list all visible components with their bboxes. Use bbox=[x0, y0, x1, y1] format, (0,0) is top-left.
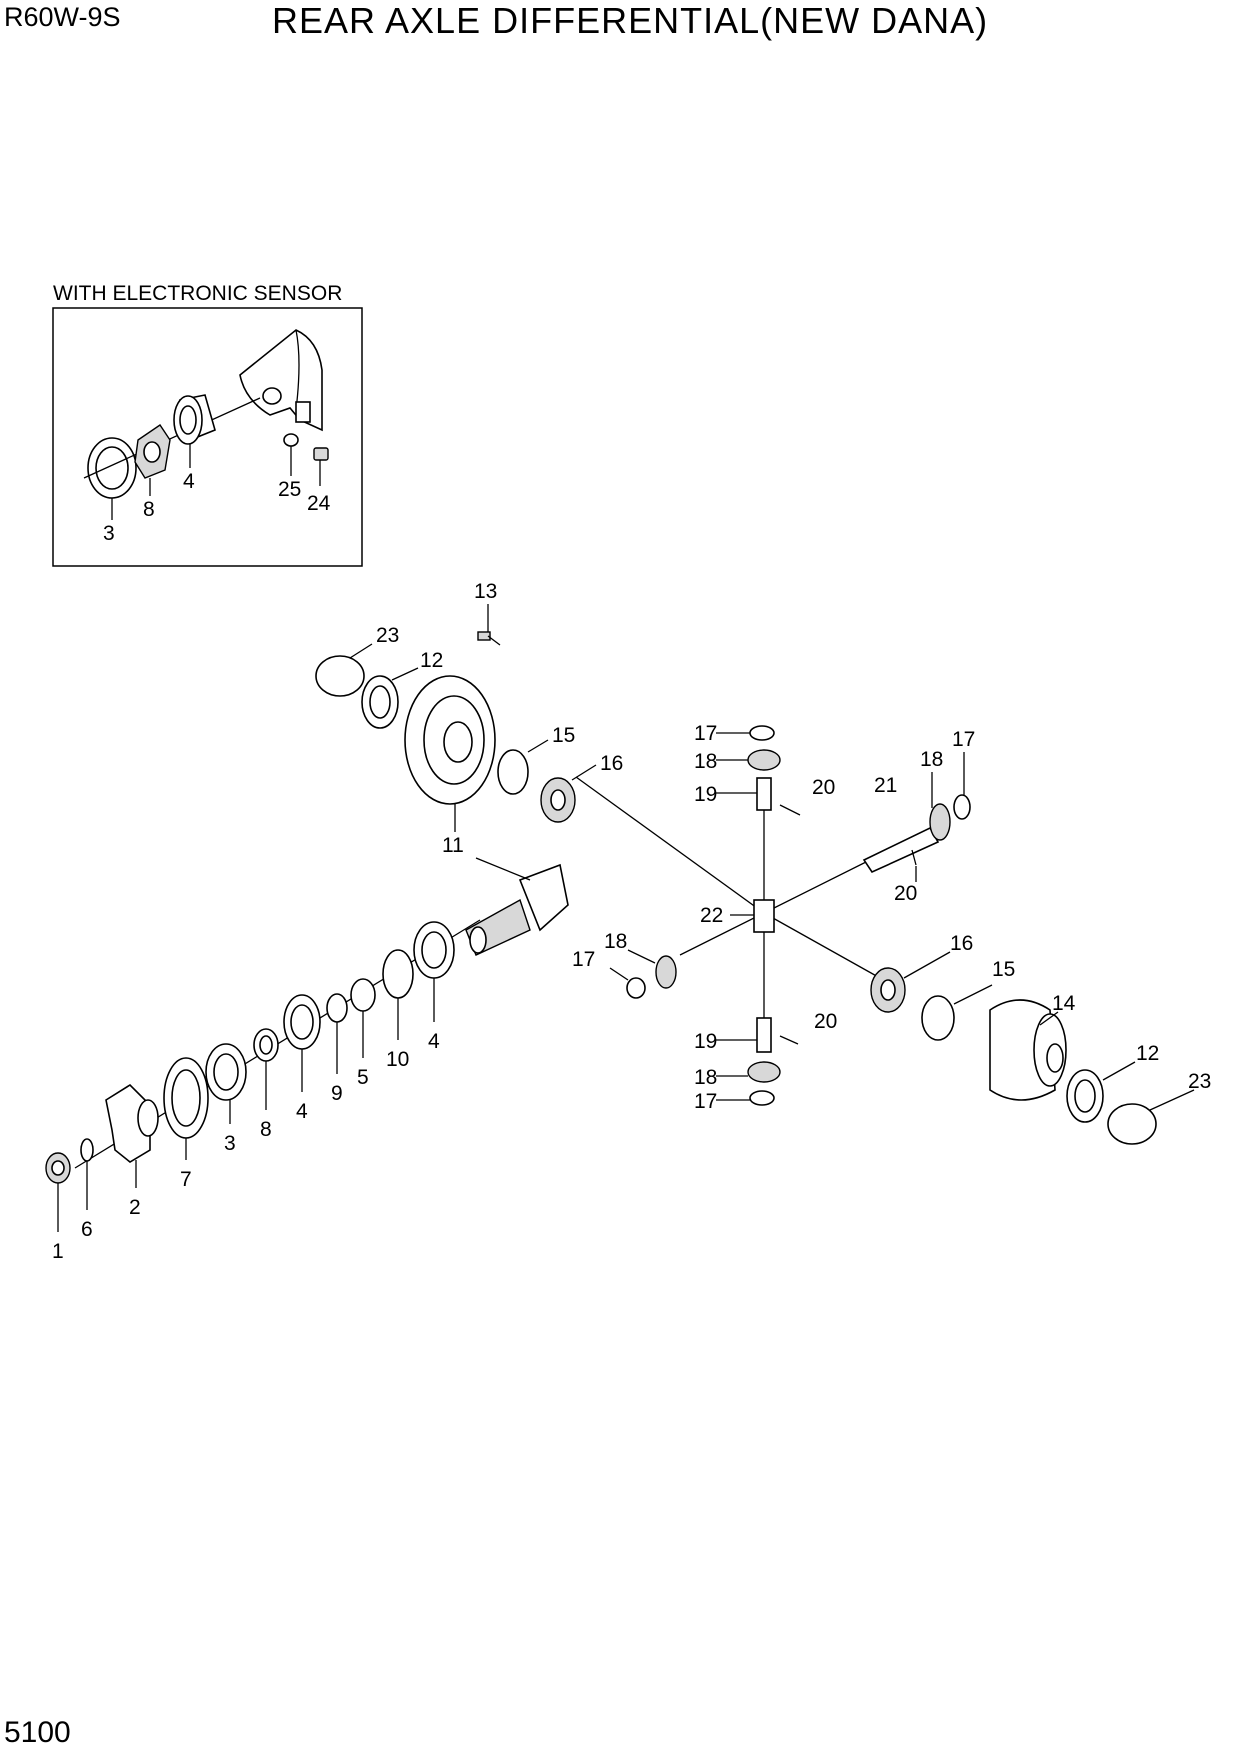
part-pin bbox=[756, 1017, 772, 1053]
page-title: REAR AXLE DIFFERENTIAL(NEW DANA) bbox=[272, 0, 989, 41]
part-differential-case bbox=[989, 999, 1067, 1101]
inset-nut bbox=[134, 424, 171, 479]
callout: 19 bbox=[694, 783, 717, 806]
callout: 20 bbox=[894, 882, 917, 905]
callout: 12 bbox=[420, 649, 443, 672]
callout: 22 bbox=[700, 904, 723, 927]
part-pinion-nut bbox=[45, 1152, 71, 1184]
part-spider-block bbox=[753, 899, 775, 933]
callout: 8 bbox=[143, 498, 155, 521]
callout: 6 bbox=[81, 1218, 93, 1241]
part-collapsible-spacer bbox=[350, 978, 376, 1012]
part-o-ring bbox=[80, 1138, 94, 1162]
callout: 18 bbox=[694, 750, 717, 773]
part-pinion-gear bbox=[929, 803, 951, 841]
part-thrust-washer bbox=[626, 977, 646, 999]
callout: 20 bbox=[814, 1010, 837, 1033]
axis-line bbox=[679, 912, 765, 956]
callout: 17 bbox=[694, 1090, 717, 1113]
callout: 10 bbox=[386, 1048, 409, 1071]
callout: 2 bbox=[129, 1196, 141, 1219]
part-thrust-washer bbox=[749, 1090, 775, 1106]
callout: 9 bbox=[331, 1082, 343, 1105]
callout: 21 bbox=[874, 774, 897, 797]
inset-seal bbox=[87, 437, 137, 499]
callout: 3 bbox=[224, 1132, 236, 1155]
callout: 16 bbox=[600, 752, 623, 775]
inset-axis-line bbox=[83, 397, 261, 479]
callout: 13 bbox=[474, 580, 497, 603]
leader-lines bbox=[57, 604, 1195, 1232]
callout: 12 bbox=[1136, 1042, 1159, 1065]
part-pinion-gear bbox=[747, 749, 781, 771]
part-pinion-gear bbox=[747, 1061, 781, 1083]
callout: 17 bbox=[952, 728, 975, 751]
callout: 1 bbox=[52, 1240, 64, 1263]
callout: 15 bbox=[552, 724, 575, 747]
part-side-gear bbox=[540, 777, 576, 823]
part-cross-shaft bbox=[862, 826, 940, 874]
inset-frame bbox=[52, 307, 363, 567]
callout: 4 bbox=[428, 1030, 440, 1053]
callout: 18 bbox=[920, 748, 943, 771]
part-snap-ring bbox=[1107, 1103, 1157, 1145]
part-roll-pin bbox=[779, 1035, 799, 1045]
callout: 16 bbox=[950, 932, 973, 955]
part-spacer bbox=[326, 993, 348, 1023]
part-thrust-washer bbox=[953, 794, 971, 820]
part-oil-seal bbox=[205, 1043, 247, 1101]
callout: 18 bbox=[694, 1066, 717, 1089]
callout: 23 bbox=[376, 624, 399, 647]
inset-sensor-plug bbox=[313, 447, 329, 461]
part-shim bbox=[382, 949, 414, 999]
inset-caption: WITH ELECTRONIC SENSOR bbox=[53, 282, 342, 305]
part-bearing bbox=[361, 675, 399, 729]
callout: 19 bbox=[694, 1030, 717, 1053]
part-drive-pinion bbox=[465, 863, 569, 956]
callout: 17 bbox=[694, 722, 717, 745]
part-snap-ring bbox=[315, 655, 365, 697]
axis-line bbox=[763, 859, 871, 914]
callout: 5 bbox=[357, 1066, 369, 1089]
part-bearing bbox=[1066, 1069, 1104, 1123]
callout: 14 bbox=[1052, 992, 1076, 1015]
page-number: 5100 bbox=[4, 1716, 71, 1749]
part-pinion-gear bbox=[655, 955, 677, 989]
part-thrust-washer bbox=[921, 995, 955, 1041]
callout: 25 bbox=[278, 478, 301, 501]
part-pin bbox=[756, 777, 772, 811]
part-thrust-washer bbox=[749, 725, 775, 741]
model-number: R60W-9S bbox=[4, 2, 121, 32]
callout: 23 bbox=[1188, 1070, 1211, 1093]
part-shield bbox=[163, 1057, 209, 1139]
callout: 7 bbox=[180, 1168, 192, 1191]
inset-axle-housing bbox=[239, 329, 323, 432]
callout: 8 bbox=[260, 1118, 272, 1141]
part-roll-pin bbox=[779, 804, 801, 816]
part-bearing bbox=[413, 921, 455, 979]
callout: 4 bbox=[296, 1100, 308, 1123]
axis-line bbox=[763, 912, 881, 979]
callout: 3 bbox=[103, 522, 115, 545]
callout: 11 bbox=[442, 834, 464, 857]
part-bearing-nut bbox=[253, 1028, 279, 1062]
inset-o-ring bbox=[283, 433, 299, 447]
part-thrust-washer bbox=[497, 749, 529, 795]
part-bolt bbox=[477, 631, 501, 646]
callout: 17 bbox=[572, 948, 595, 971]
callout: 18 bbox=[604, 930, 627, 953]
callout: 15 bbox=[992, 958, 1015, 981]
part-bearing bbox=[283, 994, 321, 1050]
part-ring-gear bbox=[404, 675, 496, 805]
part-side-gear bbox=[870, 967, 906, 1013]
callout: 20 bbox=[812, 776, 835, 799]
callout: 4 bbox=[183, 470, 195, 493]
callout: 24 bbox=[307, 492, 331, 515]
part-end-yoke bbox=[105, 1083, 159, 1163]
axis-line bbox=[575, 776, 765, 914]
inset-bearing bbox=[173, 394, 216, 445]
